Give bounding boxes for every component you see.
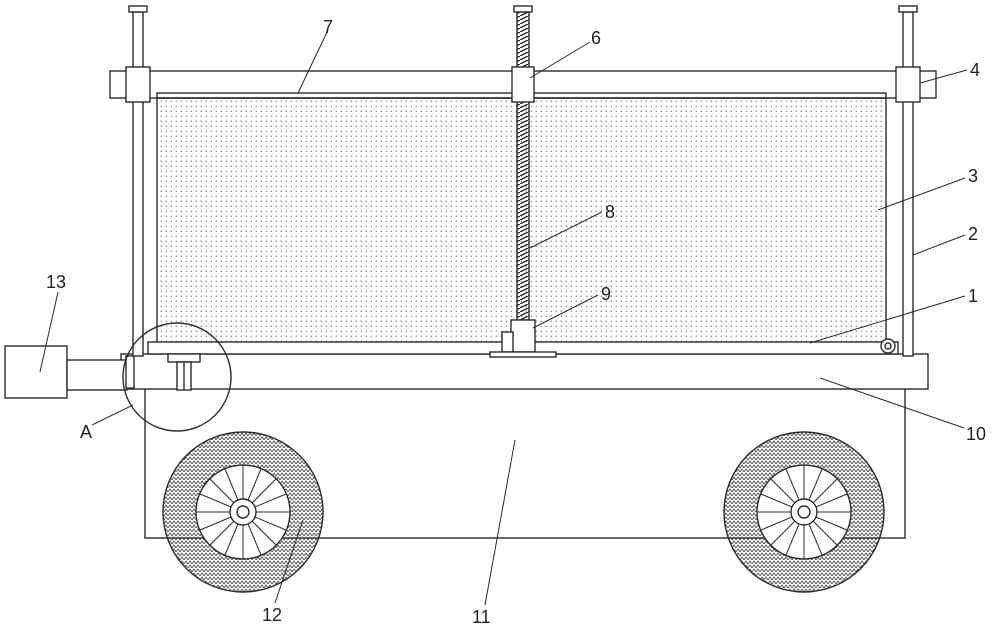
right-post-cap xyxy=(898,5,918,13)
leader-A xyxy=(91,404,134,426)
callout-A: A xyxy=(80,422,92,442)
bearing-block-9 xyxy=(510,319,536,353)
detail-circle-A xyxy=(122,322,232,432)
hinge-pin xyxy=(884,342,892,350)
callout-12: 12 xyxy=(262,605,282,625)
callout-11: 11 xyxy=(472,607,491,627)
callout-2: 2 xyxy=(968,224,978,244)
leader-7 xyxy=(297,29,329,94)
callout-4: 4 xyxy=(970,60,980,80)
right-collar xyxy=(895,66,921,103)
leader-8 xyxy=(529,211,603,249)
leader-11 xyxy=(484,439,516,606)
callout-7: 7 xyxy=(323,17,333,37)
leader-12 xyxy=(274,519,304,604)
callout-10: 10 xyxy=(966,424,986,444)
base-platform xyxy=(120,353,929,390)
bearing-side xyxy=(501,331,514,353)
bearing-base xyxy=(489,351,557,358)
callout-9: 9 xyxy=(601,284,611,304)
motor-shaft xyxy=(66,359,128,391)
leader-1 xyxy=(809,295,966,344)
callout-3: 3 xyxy=(968,166,978,186)
motor-13 xyxy=(4,345,68,399)
leader-4 xyxy=(919,69,968,84)
lead-screw-cap xyxy=(513,5,533,13)
left-wheel-12 xyxy=(162,431,324,593)
callout-13: 13 xyxy=(46,272,66,292)
leader-2 xyxy=(912,234,966,256)
callout-8: 8 xyxy=(605,202,615,222)
lead-screw-8 xyxy=(516,11,530,321)
left-guide-post xyxy=(132,11,144,357)
drive-coupling xyxy=(125,355,135,389)
right-guide-post xyxy=(902,11,914,357)
callout-6: 6 xyxy=(591,28,601,48)
right-wheel xyxy=(723,431,885,593)
leader-10 xyxy=(819,377,965,429)
leader-9 xyxy=(532,294,599,329)
leader-3 xyxy=(877,177,966,211)
callout-1: 1 xyxy=(968,286,978,306)
left-collar xyxy=(125,66,151,103)
leader-6 xyxy=(529,41,591,79)
leader-13 xyxy=(39,291,59,373)
screw-nut-6 xyxy=(511,66,535,103)
detail-bracket xyxy=(167,353,201,363)
left-post-cap xyxy=(128,5,148,13)
